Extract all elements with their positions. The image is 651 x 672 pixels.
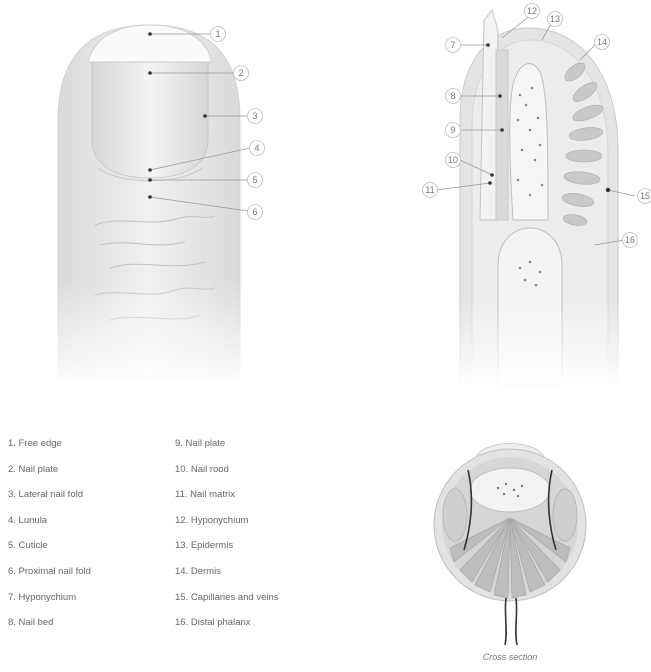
hyponychium-dot [486, 43, 490, 47]
sagittal-illustration: 7 8 9 10 11 12 13 14 15 16 [380, 0, 651, 390]
legend-item-11: 11. Nail matrix [175, 489, 279, 515]
callout-3: 3 [252, 111, 257, 121]
cross-left-pad [443, 489, 467, 541]
legend-item-12: 12. Hyponychium [175, 515, 279, 541]
legend-item-6: 6. Proximal nail fold [8, 566, 91, 592]
lateral-nail-fold-dot [203, 114, 207, 118]
callout-15: 15 [640, 191, 650, 201]
legend-item-2: 2. Nail plate [8, 464, 91, 490]
nail-bed-dot [498, 94, 502, 98]
nail-plate-dot [148, 71, 152, 75]
callout-12: 12 [527, 6, 537, 16]
callout-7: 7 [450, 40, 455, 50]
callout-4: 4 [254, 143, 259, 153]
legend-item-10: 10. Nail rood [175, 464, 279, 490]
callout-14: 14 [597, 37, 607, 47]
legend-column-1: 1. Free edge 2. Nail plate 3. Lateral na… [8, 438, 91, 643]
callout-5: 5 [252, 175, 257, 185]
free-edge-dot [148, 32, 152, 36]
legend-item-13: 13. Epidermis [175, 540, 279, 566]
proximal-nail-fold-dot [148, 195, 152, 199]
callout-9: 9 [450, 125, 455, 135]
callout-13: 13 [550, 14, 560, 24]
legend-item-5: 5. Cuticle [8, 540, 91, 566]
sagittal-nail-plate-dot [500, 128, 504, 132]
sagittal-nail-plate [480, 10, 498, 220]
legend-item-8: 8. Nail bed [8, 617, 91, 643]
legend-item-3: 3. Lateral nail fold [8, 489, 91, 515]
cross-section-caption: Cross section [420, 652, 600, 662]
legend-item-16: 16. Distal phalanx [175, 617, 279, 643]
legend-item-15: 15. Capillaries and veins [175, 592, 279, 618]
nail-plate-shape [92, 62, 208, 178]
callout-11: 11 [425, 185, 434, 195]
distal-phalanx-bone [510, 64, 548, 220]
callout-8: 8 [450, 91, 455, 101]
legend-item-7: 7. Hyponychium [8, 592, 91, 618]
legend-item-9: 9. Nail plate [175, 438, 279, 464]
callout-10: 10 [448, 155, 458, 165]
lunula-dot [148, 168, 152, 172]
callout-16: 16 [625, 235, 635, 245]
nail-matrix-dot [488, 181, 492, 185]
sagittal-section-view: 7 8 9 10 11 12 13 14 15 16 [380, 0, 651, 390]
sagittal-fade [450, 300, 630, 390]
finger-illustration: 1 2 3 4 5 6 [0, 0, 330, 390]
nail-rood-dot [490, 173, 494, 177]
legend-item-1: 1. Free edge [8, 438, 91, 464]
cuticle-dot [148, 178, 152, 182]
finger-fade [50, 280, 250, 390]
cross-section-view [420, 420, 620, 672]
legend-item-4: 4. Lunula [8, 515, 91, 541]
capillaries-dot [606, 188, 610, 192]
cross-section-illustration [420, 420, 620, 650]
finger-dorsal-view: 1 2 3 4 5 6 [0, 0, 330, 390]
legend-column-2: 9. Nail plate 10. Nail rood 11. Nail mat… [175, 438, 279, 643]
nail-bed-strip [496, 50, 508, 220]
callout-2: 2 [238, 68, 243, 78]
callout-1: 1 [215, 29, 220, 39]
cross-bone [470, 468, 550, 512]
free-edge-shape [88, 25, 212, 62]
callout-6: 6 [252, 207, 257, 217]
cross-right-pad [553, 489, 577, 541]
legend-item-14: 14. Dermis [175, 566, 279, 592]
